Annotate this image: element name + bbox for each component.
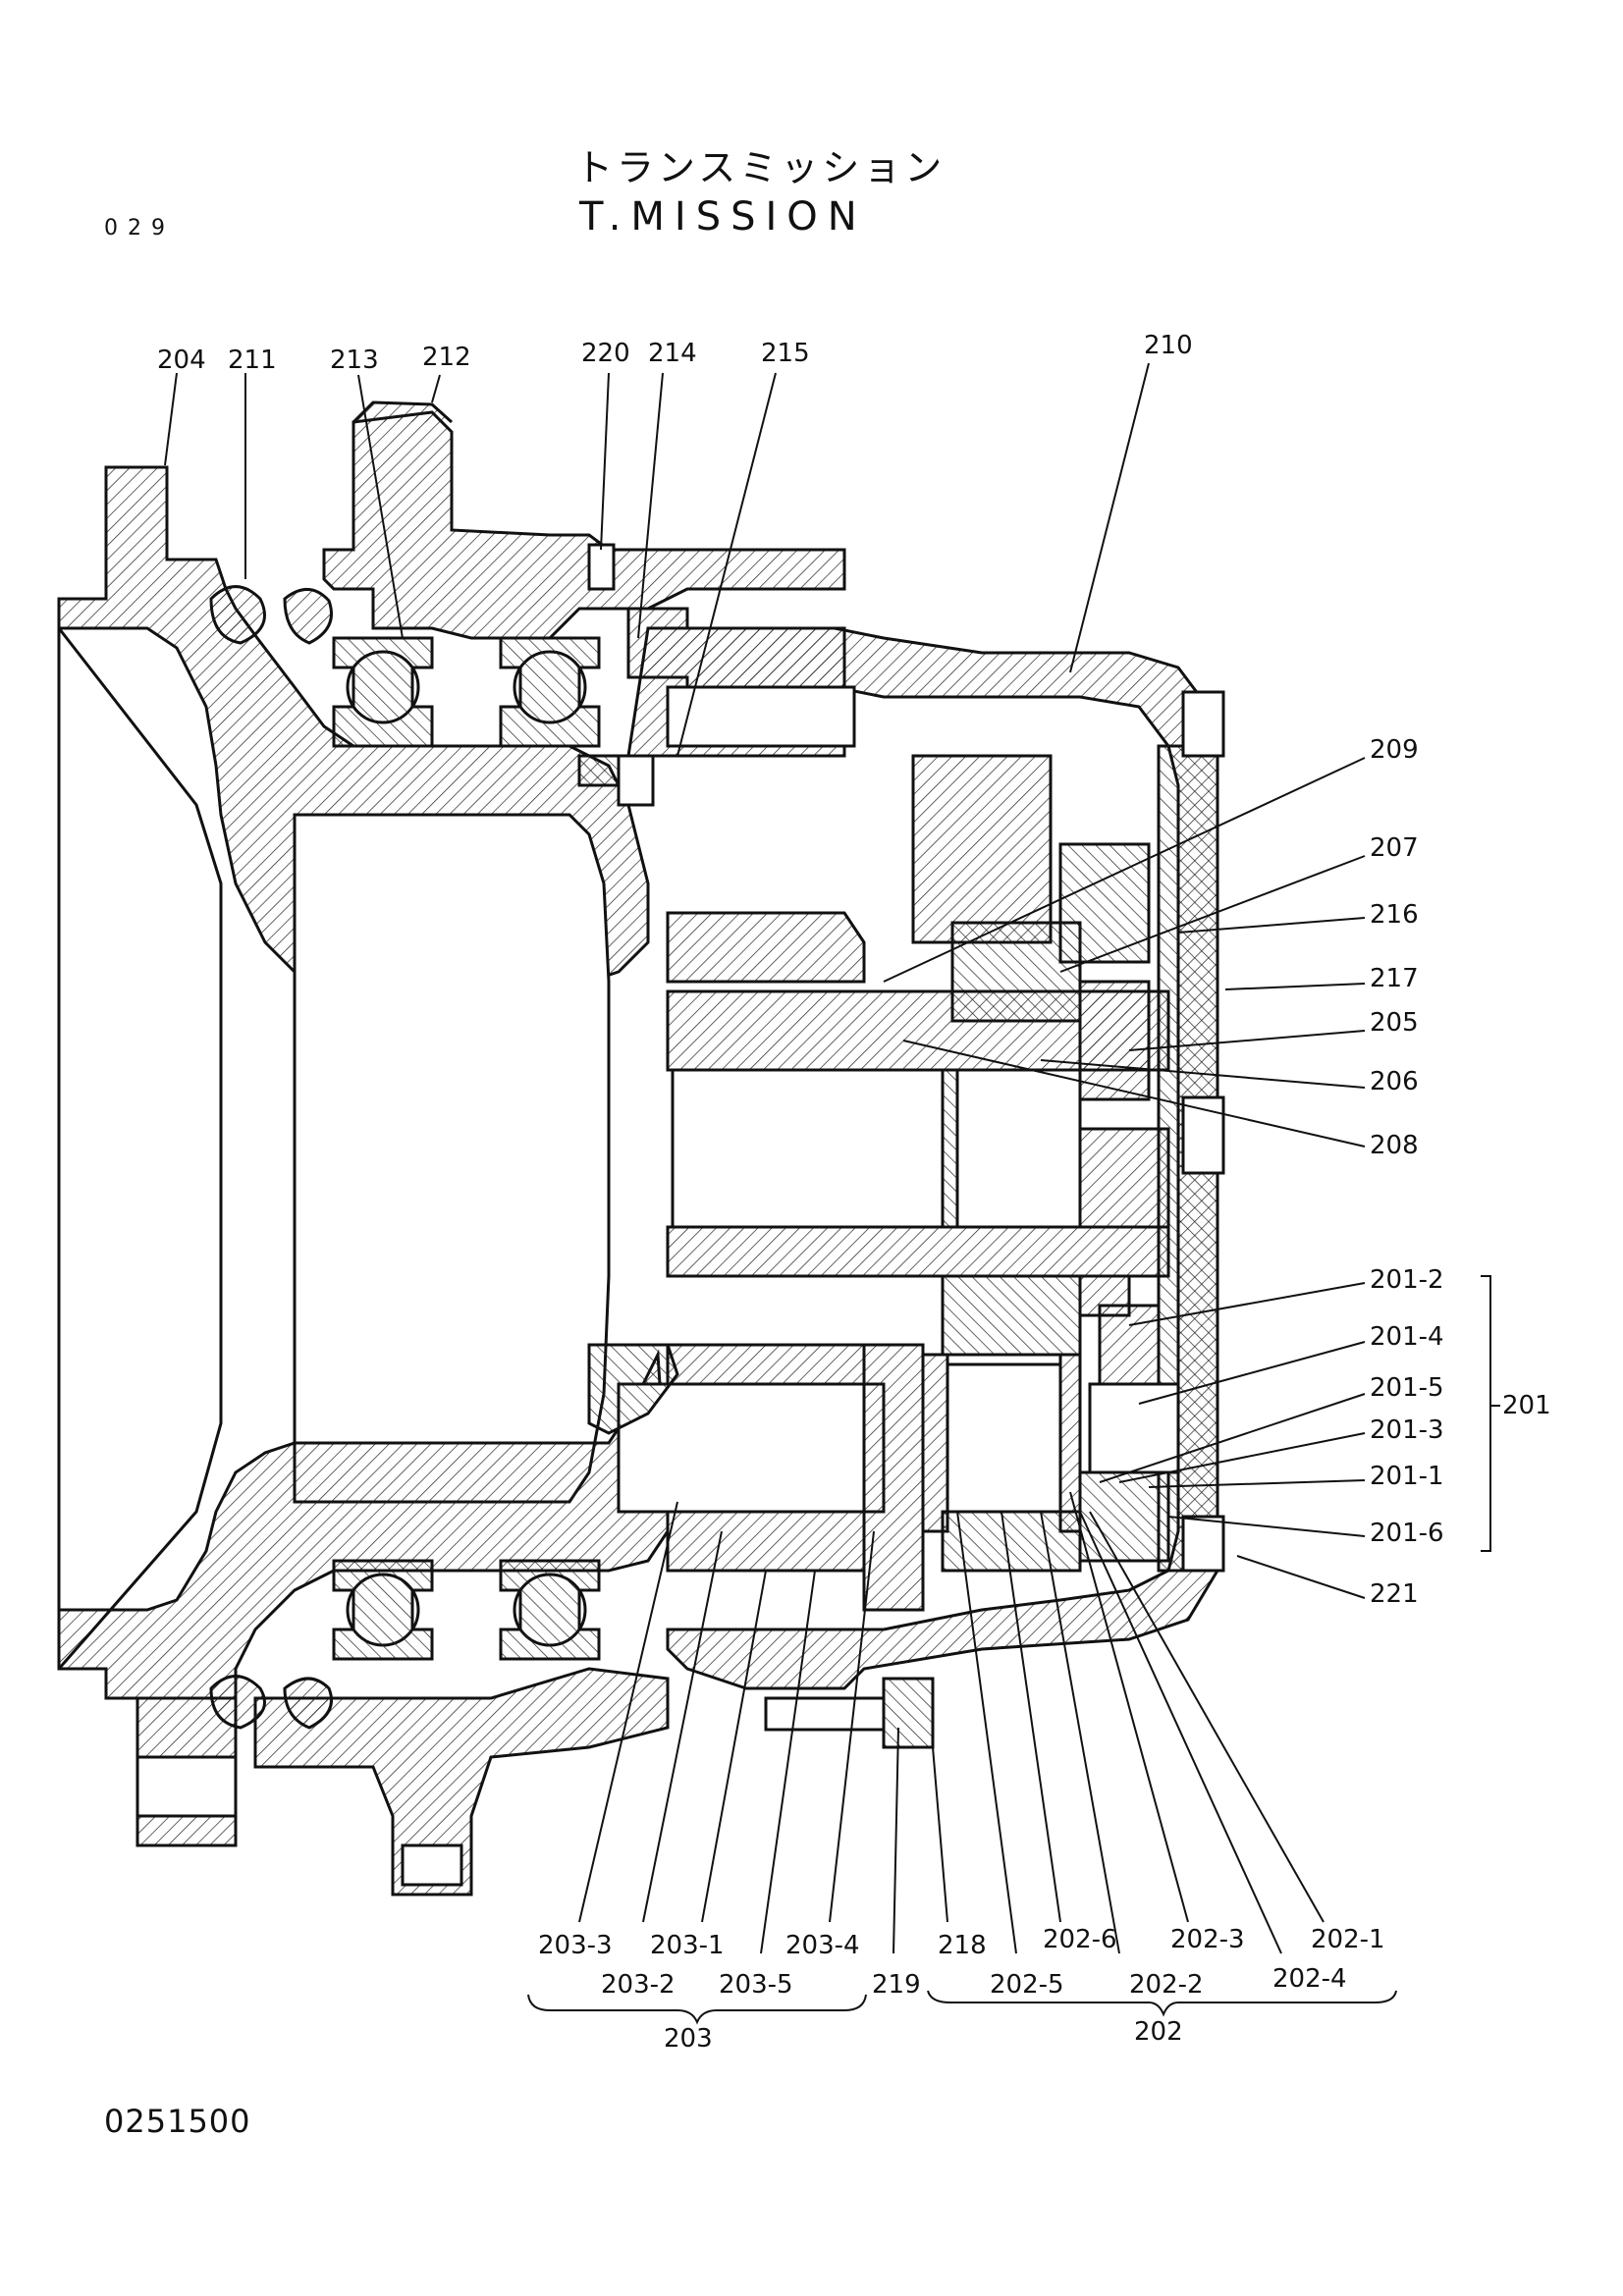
label-205: 205 [1370,1008,1419,1038]
label-202-1: 202-1 [1311,1925,1385,1954]
bearings [209,585,601,1730]
label-204: 204 [157,346,206,375]
label-202-2: 202-2 [1129,1970,1204,2000]
ring-gear-210 [626,607,1225,1690]
label-203: 203 [664,2024,713,2054]
label-210: 210 [1144,331,1193,360]
leader-lines [164,362,1366,1954]
label-201-5: 201-5 [1370,1373,1444,1403]
label-201-4: 201-4 [1370,1322,1444,1352]
label-203-3: 203-3 [538,1931,613,1960]
hub-204 [57,465,670,1847]
label-202-6: 202-6 [1043,1925,1117,1954]
part-labels: 204 211 213 212 220 214 215 210 209 207 … [157,331,1551,2054]
label-220: 220 [581,339,630,368]
label-215: 215 [761,339,810,368]
carrier-and-gears [577,543,1180,1749]
label-218: 218 [938,1931,987,1960]
label-201-3: 201-3 [1370,1415,1444,1445]
label-201-1: 201-1 [1370,1462,1444,1491]
page-number: 029 [104,216,175,240]
label-201: 201 [1502,1391,1551,1420]
label-203-2: 203-2 [601,1970,676,2000]
label-202-3: 202-3 [1170,1925,1245,1954]
label-207: 207 [1370,833,1419,863]
casing-212 [322,400,846,640]
label-209: 209 [1370,735,1419,765]
label-201-6: 201-6 [1370,1519,1444,1548]
label-203-1: 203-1 [650,1931,725,1960]
label-211: 211 [228,346,277,375]
label-219: 219 [872,1970,921,2000]
casing-lower [253,1667,670,1896]
title-japanese: トランスミッション [575,146,947,189]
label-214: 214 [648,339,697,368]
label-202-5: 202-5 [990,1970,1064,2000]
label-221: 221 [1370,1579,1419,1609]
label-217: 217 [1370,964,1419,993]
label-213: 213 [330,346,379,375]
label-203-4: 203-4 [785,1931,860,1960]
label-206: 206 [1370,1067,1419,1096]
title-english: T.MISSION [579,194,867,240]
group-brackets [527,1275,1500,2025]
label-201-2: 201-2 [1370,1265,1444,1295]
label-208: 208 [1370,1131,1419,1160]
label-202-4: 202-4 [1272,1964,1347,1994]
document-number: 0251500 [104,2103,251,2140]
label-202: 202 [1134,2017,1183,2047]
label-216: 216 [1370,900,1419,930]
label-203-5: 203-5 [719,1970,793,2000]
label-212: 212 [422,343,471,372]
